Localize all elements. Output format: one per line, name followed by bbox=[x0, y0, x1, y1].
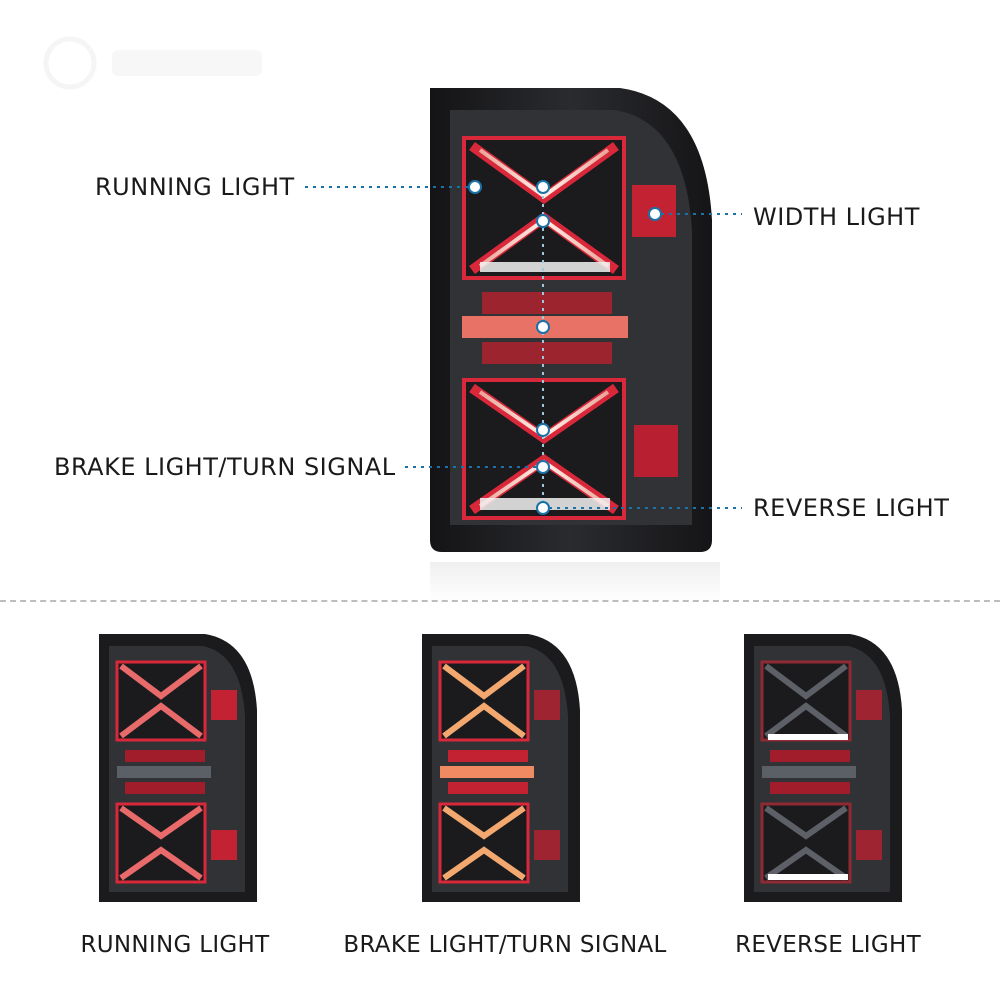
callout-brake-turn: BRAKE LIGHT/TURN SIGNAL bbox=[54, 453, 396, 481]
main-taillight bbox=[430, 88, 712, 552]
main-reflection bbox=[430, 562, 720, 602]
taillight-brake-turn-mode bbox=[422, 634, 580, 902]
callout-width-light: WIDTH LIGHT bbox=[753, 203, 920, 231]
taillight-running-mode bbox=[99, 634, 257, 902]
callout-running-light: RUNNING LIGHT bbox=[95, 173, 295, 201]
section-divider bbox=[0, 600, 1000, 602]
callout-leader-lines bbox=[305, 186, 742, 509]
callout-reverse-light: REVERSE LIGHT bbox=[753, 494, 950, 522]
caption-brake-turn: BRAKE LIGHT/TURN SIGNAL bbox=[343, 932, 667, 958]
brand-logo-watermark bbox=[43, 36, 262, 90]
caption-reverse-light: REVERSE LIGHT bbox=[735, 932, 921, 958]
taillight-reverse-mode bbox=[744, 634, 902, 902]
caption-running-light: RUNNING LIGHT bbox=[80, 932, 270, 958]
